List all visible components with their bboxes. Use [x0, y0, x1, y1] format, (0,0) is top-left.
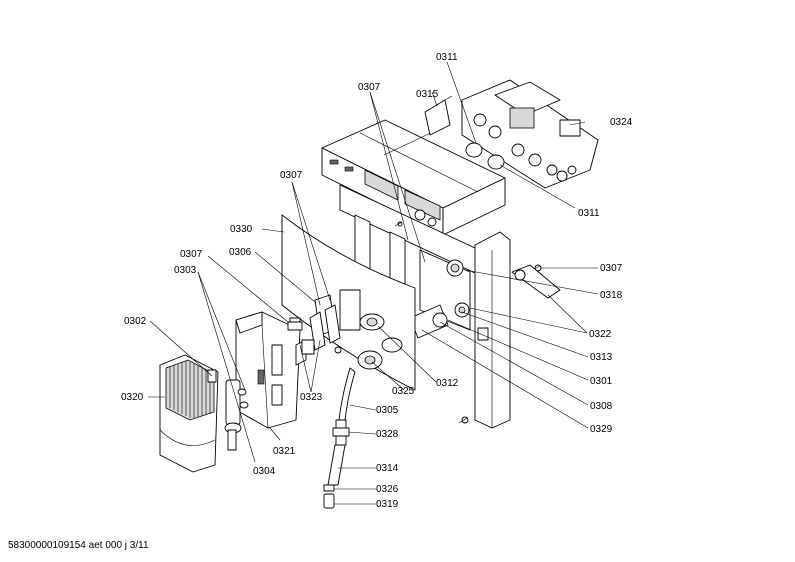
label-0328: 0328 — [376, 429, 399, 440]
label-0318: 0318 — [600, 290, 623, 301]
label-0307: 0307 — [358, 82, 381, 93]
label-0323: 0323 — [300, 392, 323, 403]
hose-assembly — [323, 350, 383, 509]
label-0324: 0324 — [610, 117, 633, 128]
label-0304: 0304 — [253, 466, 276, 477]
label-0311: 0311 — [436, 52, 458, 63]
label-0305: 0305 — [376, 405, 399, 416]
label-0313: 0313 — [590, 352, 613, 363]
leader-lines — [148, 61, 599, 505]
drip-tray — [159, 354, 219, 473]
label-0302: 0302 — [124, 316, 147, 327]
label-0319: 0319 — [376, 499, 399, 510]
valve-block — [424, 79, 599, 189]
label-0303: 0303 — [174, 265, 197, 276]
label-0326: 0326 — [376, 484, 399, 495]
label-0330: 0330 — [230, 224, 253, 235]
label-0329: 0329 — [590, 424, 613, 435]
label-0308: 0308 — [590, 401, 613, 412]
label-0307: 0307 — [280, 170, 303, 181]
small-parts — [287, 221, 561, 424]
spout — [224, 379, 249, 451]
label-0320: 0320 — [121, 392, 144, 403]
main-housing — [321, 119, 511, 429]
label-0321: 0321 — [273, 446, 296, 457]
label-0322: 0322 — [589, 329, 612, 340]
label-0325: 0325 — [392, 386, 415, 397]
label-0315: 0315 — [416, 89, 439, 100]
label-0301: 0301 — [590, 376, 613, 387]
label-0307: 0307 — [600, 263, 623, 274]
callout-labels: 0307 0311 0315 0324 0311 0307 0330 0307 … — [121, 52, 633, 510]
label-0307: 0307 — [180, 249, 203, 260]
label-0314: 0314 — [376, 463, 399, 474]
front-panel — [281, 214, 416, 391]
label-0312: 0312 — [436, 378, 459, 389]
document-reference: 58300000109154 aet 000 j 3/11 — [8, 540, 149, 551]
label-0306: 0306 — [229, 247, 252, 258]
label-0311: 0311 — [578, 208, 600, 219]
